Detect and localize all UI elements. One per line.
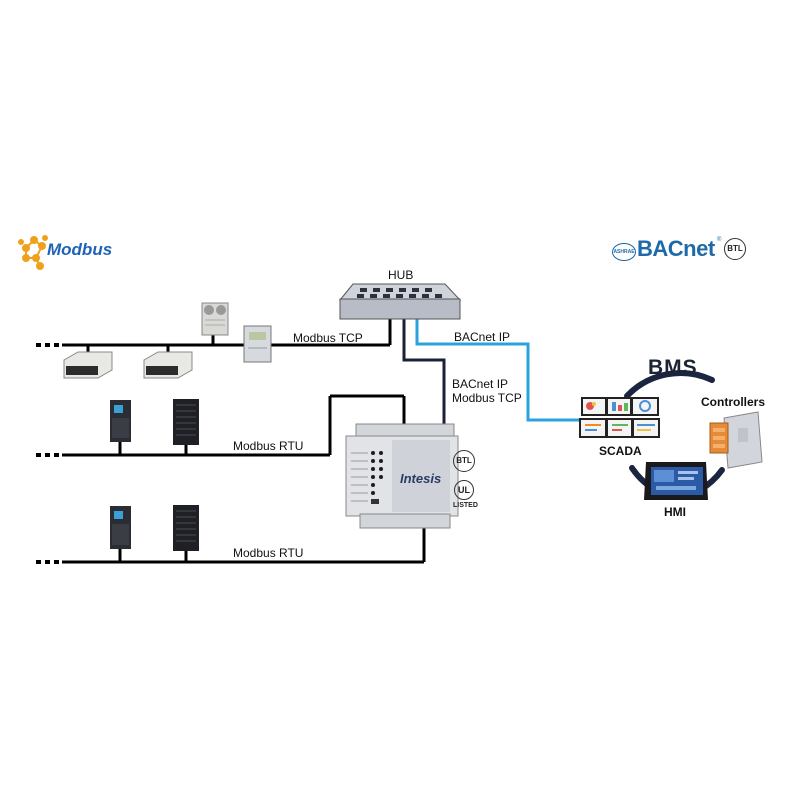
modbus-tcp-label: Modbus TCP xyxy=(293,331,363,345)
controllers-label: Controllers xyxy=(701,395,766,409)
server-rack-2 xyxy=(173,505,199,551)
scada-monitors xyxy=(579,397,660,438)
bus-continuation-dots xyxy=(36,343,59,564)
hub-device xyxy=(338,283,462,320)
bus-lines xyxy=(62,318,426,564)
bms-label: BMS xyxy=(648,356,698,379)
small-gateway-box xyxy=(243,325,272,363)
bacnet-logo: ASHRAE BACnet ® BTL xyxy=(612,233,752,269)
ul-mark: UL xyxy=(454,480,474,500)
hmi-panel xyxy=(644,462,708,500)
scada-label: SCADA xyxy=(599,444,642,458)
ups-cabinet-1 xyxy=(110,400,131,442)
intesis-brand-text: Intesis xyxy=(400,471,442,486)
modbus-logo-text: Modbus xyxy=(47,240,113,259)
btl-mark-gateway: BTL xyxy=(453,450,475,472)
ul-listed-text: LISTED xyxy=(453,502,478,509)
modbus-logo-graphic xyxy=(18,235,48,270)
modbus-rtu-label-1: Modbus RTU xyxy=(233,439,304,453)
duct-unit-1 xyxy=(63,351,113,379)
bacnet-ip-line xyxy=(415,318,582,422)
hub-label: HUB xyxy=(388,268,414,282)
duct-unit-2 xyxy=(143,351,193,379)
modbus-rtu-label-2: Modbus RTU xyxy=(233,546,304,560)
hub-to-gateway-line xyxy=(402,318,446,430)
modbus-tcp-label-mid: Modbus TCP xyxy=(452,391,522,405)
bacnet-logo-text: BACnet xyxy=(637,236,715,261)
bacnet-ip-label-top: BACnet IP xyxy=(454,330,511,344)
vrf-outdoor-unit xyxy=(201,302,229,336)
bacnet-trademark: ® xyxy=(717,237,722,243)
intesis-gateway xyxy=(345,423,459,529)
ups-cabinet-2 xyxy=(110,506,131,549)
btl-mark-top: BTL xyxy=(724,238,746,260)
plc-controller xyxy=(709,411,763,469)
modbus-logo: Modbus xyxy=(20,234,140,270)
bacnet-ip-label-mid: BACnet IP xyxy=(452,377,509,391)
server-rack-1 xyxy=(173,399,199,445)
ashrae-mark: ASHRAE xyxy=(612,243,636,261)
hmi-label: HMI xyxy=(664,505,686,519)
